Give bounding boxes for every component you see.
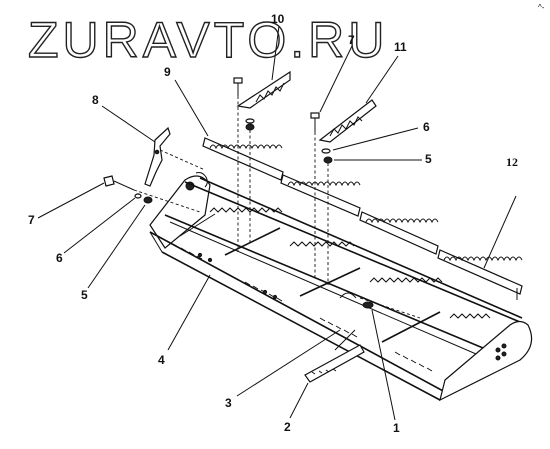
label-6b: 6 [423, 120, 430, 134]
bolt-left-head [103, 175, 115, 187]
slot-row-c [319, 317, 358, 338]
knife-section-4 [437, 249, 523, 295]
main-frame [149, 172, 533, 402]
knife-section-1 [202, 137, 284, 181]
knife-sections [202, 137, 523, 300]
knife-section-3 [359, 211, 439, 255]
label-3: 3 [225, 396, 232, 410]
assembly-guides [133, 96, 421, 319]
washer-right [321, 148, 331, 154]
nut-right [323, 156, 333, 164]
slot-row-d [394, 351, 433, 372]
left-plate-sprocket [195, 172, 208, 188]
guard-11 [318, 99, 377, 143]
bracket-8 [144, 126, 171, 187]
knife-section-2 [280, 174, 361, 217]
front-edge [149, 231, 446, 393]
finger-row-d [449, 313, 491, 319]
bottom-edge [161, 251, 441, 401]
leader-lines [37, 25, 517, 421]
label-5a: 5 [81, 288, 88, 302]
label-4: 4 [158, 353, 165, 367]
top-rail-back [199, 177, 523, 319]
label-11: 11 [394, 40, 407, 54]
label-2: 2 [284, 420, 291, 434]
finger-row-b [289, 241, 355, 247]
slot-row-a [164, 239, 203, 260]
label-7b: 7 [348, 33, 355, 47]
cross-member-3 [381, 311, 441, 343]
right-end-plate [439, 320, 533, 402]
guard-10 [236, 70, 291, 109]
nut-left-side [143, 196, 153, 204]
lower-bracket [304, 344, 365, 383]
label-9: 9 [164, 65, 171, 79]
washer-left [134, 193, 142, 199]
bolt-top-right-head [310, 112, 320, 119]
upper-guards [236, 70, 377, 143]
cross-member-1 [224, 227, 281, 256]
corner-mark: ^- [538, 3, 545, 12]
label-7a: 7 [28, 213, 35, 227]
label-5b: 5 [425, 152, 432, 166]
left-end-plate [149, 175, 211, 249]
label-1: 1 [393, 421, 400, 435]
top-rail-front [184, 181, 521, 323]
nut-left [245, 123, 255, 131]
label-10: 10 [271, 12, 285, 26]
fasteners [103, 77, 333, 204]
finger-row-c [369, 277, 443, 283]
label-12: 12 [506, 155, 518, 169]
cross-member-2 [299, 267, 361, 297]
bolt-top-left-head [233, 77, 243, 84]
center-fitting [362, 301, 374, 309]
finger-row-a [209, 207, 283, 213]
label-6a: 6 [56, 251, 63, 265]
watermark-text: ZURAVTO.RU [28, 12, 388, 68]
callout-numbers: 1 2 3 4 5 5 6 6 7 7 8 9 10 11 12 [28, 12, 518, 435]
inner-beam [164, 214, 496, 354]
label-8: 8 [92, 93, 99, 107]
